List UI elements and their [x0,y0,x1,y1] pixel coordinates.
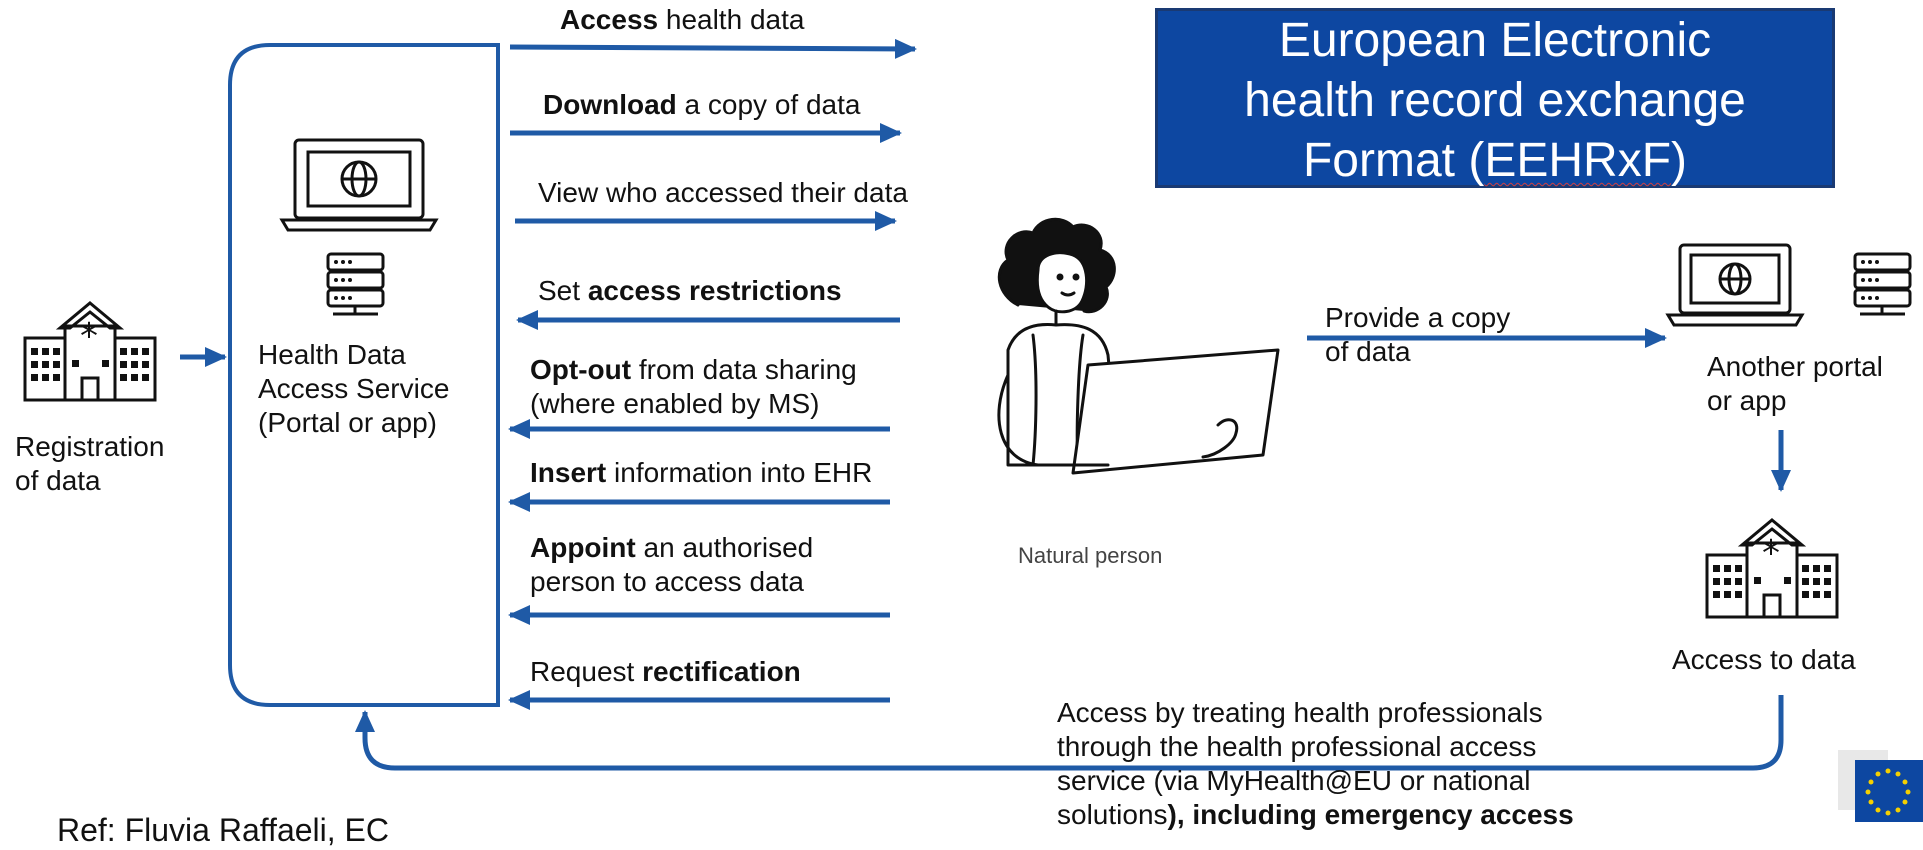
svg-text:*: * [80,316,98,357]
title-line-2: health record exchange [1244,74,1746,127]
title-box: European Electronic health record exchan… [1155,8,1835,188]
reference-label: Ref: Fluvia Raffaeli, EC [57,812,389,848]
person-with-laptop-icon [997,217,1280,475]
professionals-label: Access by treating health professionals … [1057,697,1574,830]
title-line-3: Format (EEHRxF) [1302,134,1687,187]
registration-label: Registration of data [15,431,165,496]
action-download: Download a copy of data [543,89,861,120]
title-acronym: EEHRxF [1484,134,1672,187]
action-appoint: Appoint an authorised person to access d… [530,532,814,597]
action-access: Access health data [560,4,805,35]
person-label: Natural person [1018,543,1163,568]
action-optout: Opt-out from data sharing (where enabled… [530,354,857,419]
server-icon [326,252,385,316]
eu-flag-icon [1838,750,1923,822]
title-line-1: European Electronic [1278,14,1712,67]
another-portal-label: Another portal or app [1707,351,1883,416]
action-rectification: Request rectification [530,656,801,687]
arrow-return-path [355,695,1784,771]
portal-label: Health Data Access Service (Portal or ap… [258,339,450,438]
arrow-access [509,38,917,59]
access-to-data-label: Access to data [1672,644,1856,675]
provide-copy-label: Provide a copy of data [1325,302,1511,367]
portal-box [228,43,500,707]
laptop-globe-icon [1665,243,1805,327]
hospital-icon: * [23,301,157,402]
laptop-globe-icon [279,138,439,232]
action-insert: Insert information into EHR [530,457,873,488]
server-icon [1853,252,1912,316]
svg-text:*: * [1762,533,1780,574]
action-view: View who accessed their data [538,177,908,208]
hospital-icon: * [1705,518,1839,619]
action-restrictions: Set access restrictions [538,275,842,306]
